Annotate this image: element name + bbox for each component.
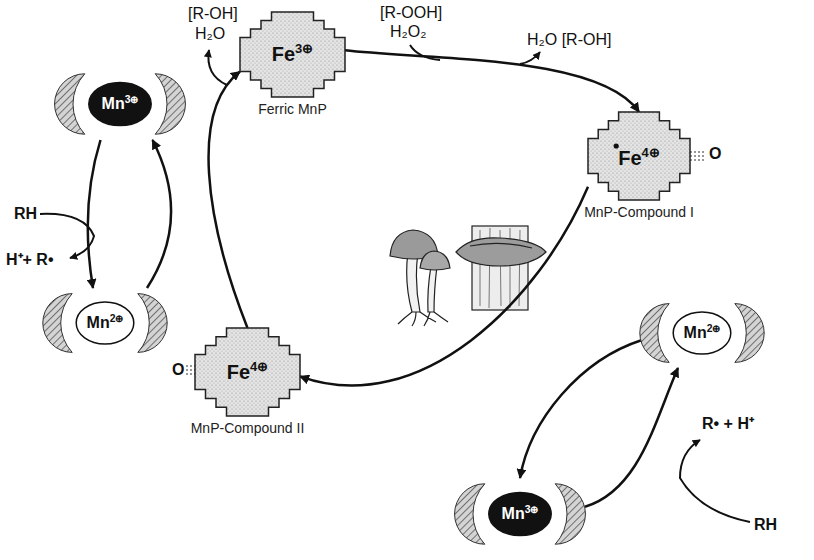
chelator-crescent	[155, 74, 185, 134]
chelator-crescent	[640, 304, 669, 363]
chelator-crescent	[138, 294, 167, 353]
reaction-label: RH	[12, 204, 39, 223]
state-caption: MnP-Compound II	[191, 420, 305, 436]
porphyrin-shape	[240, 12, 345, 97]
cycle-arrow	[147, 140, 171, 288]
manganese-chelate: Mn3⊕	[55, 68, 185, 140]
porphyrin-shape	[195, 328, 300, 416]
manganese-ion	[89, 82, 151, 125]
cycle-arrow	[520, 340, 642, 478]
reaction-label: H₂O	[193, 24, 227, 43]
reaction-arrows	[40, 45, 750, 522]
reaction-label: H⁺+ R•	[4, 250, 56, 269]
manganese-ion	[489, 492, 551, 535]
reaction-label: H₂O₂	[388, 22, 428, 41]
manganese-chelate: Mn2⊕	[642, 298, 762, 368]
cycle-arrow	[88, 140, 101, 288]
manganese-ion	[76, 302, 134, 344]
chelator-crescent	[735, 304, 764, 363]
reaction-label: H₂O [R-OH]	[525, 30, 613, 49]
reaction-label: O	[707, 144, 723, 163]
mushroom-stem	[428, 266, 437, 312]
chelator-crescent	[55, 74, 85, 134]
manganese-chelate: Mn2⊕	[45, 288, 165, 358]
chelator-crescent	[455, 484, 485, 544]
water-release-arrow	[208, 50, 227, 85]
chelator-crescent	[43, 294, 72, 353]
heme-enzyme-state: Fe3⊕Ferric MnP	[240, 12, 345, 97]
cycle-arrow	[300, 187, 588, 386]
cycle-arrow	[209, 72, 248, 329]
iron-state-label: Fe3⊕	[272, 43, 314, 66]
cycle-arrow	[585, 368, 678, 507]
manganese-ion	[673, 312, 731, 354]
manganese-chelate: Mn3⊕	[455, 478, 585, 550]
bracket-fungus-top	[470, 243, 532, 248]
heme-enzyme-state: Fe4⊕MnP-Compound II	[195, 328, 300, 416]
radical-dot	[614, 143, 619, 148]
reaction-label: RH	[752, 515, 779, 534]
iron-state-label: Fe4⊕	[227, 361, 269, 384]
mushroom-roots	[398, 312, 448, 326]
bracket-fungus	[456, 238, 546, 266]
manganese-ion-label: Mn2⊕	[684, 324, 721, 342]
mushroom-cap	[420, 251, 450, 270]
reaction-label: [R-OOH]	[378, 3, 444, 22]
chelator-crescent	[555, 484, 585, 544]
cycle-arrow	[345, 50, 639, 112]
manganese-ion-label: Mn3⊕	[502, 505, 539, 523]
iron-state-label: Fe4⊕	[618, 147, 660, 170]
manganese-ion-label: Mn2⊕	[87, 314, 124, 332]
reaction-label: [R-OH]	[186, 4, 240, 23]
reaction-label: R• + H⁺	[700, 414, 756, 433]
oxo-bond	[690, 152, 706, 160]
heme-enzyme-state: Fe4⊕MnP-Compound I	[588, 112, 690, 200]
state-caption: MnP-Compound I	[584, 204, 694, 220]
porphyrin-shape	[588, 112, 690, 200]
reaction-label: O	[170, 360, 186, 379]
state-caption: Ferric MnP	[258, 101, 326, 117]
substrate-oxidation-arrow	[680, 440, 750, 522]
manganese-ion-label: Mn3⊕	[102, 95, 139, 113]
fungi-illustration	[390, 226, 546, 326]
water-output-arrow	[520, 52, 540, 64]
mushroom-stem	[407, 252, 420, 312]
